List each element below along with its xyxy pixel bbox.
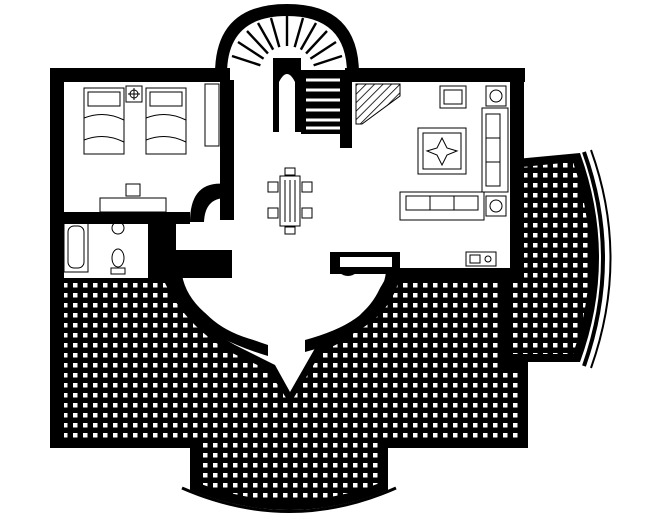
wall-entry-left [170,250,232,278]
coffee-table [417,127,467,175]
side-table-top [485,85,507,107]
wall-curve-left [170,275,268,356]
wall-curve-bedroom [190,183,226,222]
wardrobe [204,83,220,147]
wall-top-left [50,68,230,82]
walls [50,68,525,448]
wall-right [510,68,524,278]
bed-left [83,87,125,155]
wall-kitchen-bottom [392,268,510,280]
nightstand-icon [125,85,143,103]
landing-hatch [355,83,401,125]
spiral-staircase [215,4,359,134]
wall-left [50,68,64,448]
bathtub [63,219,89,273]
wall-stair-left [340,82,352,148]
furniture [63,83,509,275]
side-table-bottom [485,195,507,217]
desk [99,183,167,213]
dining-table [267,167,313,235]
sink-icon [111,221,125,235]
terrace [52,149,612,513]
wall-bedroom-right [220,80,234,220]
kitchen-sink-icon [465,251,497,267]
sofa-right [481,107,509,193]
toilet-icon [110,248,126,275]
armchair-icon [439,85,467,109]
wall-curve-right [305,272,400,352]
bed-right [145,87,187,155]
wall-bedroom-bottom [60,212,190,224]
wall-top-right [345,68,525,82]
sofa-bottom [399,191,485,221]
